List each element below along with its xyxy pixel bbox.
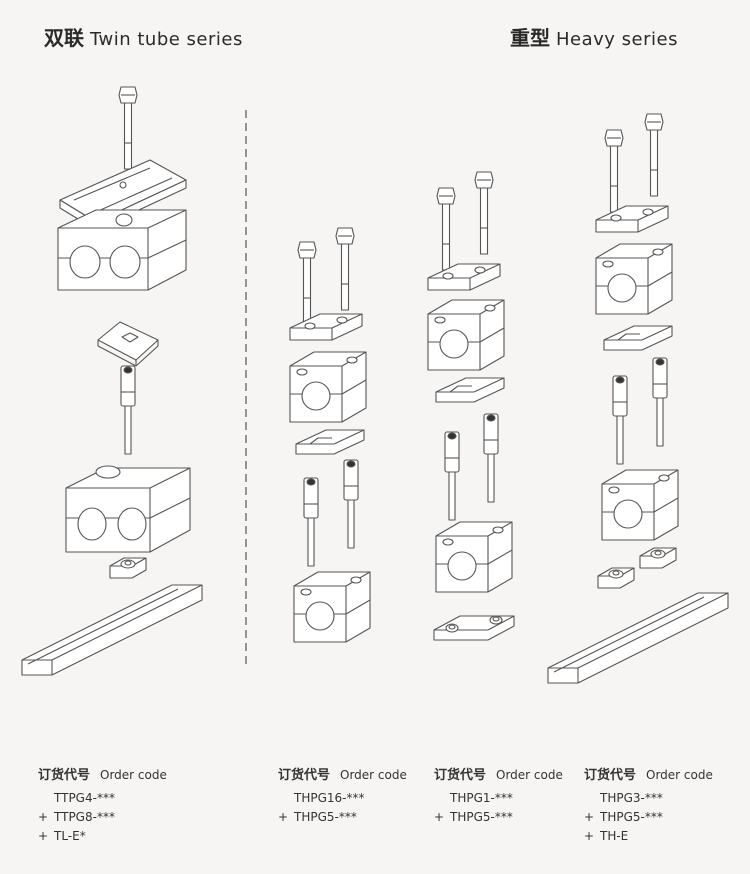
heavy3-washer-plate: [603, 325, 673, 351]
order-code-group-heavy-3: 订货代号 Order code THPG3-*** + THPG5-*** + TH-…: [584, 764, 713, 846]
order-code-value: TTPG8-***: [54, 810, 115, 824]
twin-clamp-block-lower: [65, 465, 191, 553]
heavy3-clamp-block-lower: [601, 469, 679, 541]
order-code-value: THPG5-***: [600, 810, 663, 824]
heavy1-spacer-right: [343, 459, 359, 549]
heavy2-spacer-left: [444, 431, 460, 521]
order-code-header-zh: 订货代号: [584, 768, 637, 783]
order-code-group-heavy-2: 订货代号 Order code THPG1-*** + THPG5-***: [434, 764, 563, 827]
order-code-line: TTPG4-***: [38, 789, 167, 808]
order-code-value: THPG16-***: [294, 791, 365, 805]
order-code-header-en: Order code: [496, 768, 563, 782]
order-code-header: 订货代号 Order code: [584, 764, 713, 783]
heavy2-base-plate: [433, 615, 515, 641]
order-code-prefix: +: [278, 810, 289, 824]
heavy3-bolt-right: [644, 113, 664, 197]
twin-nut-plate: [97, 321, 159, 367]
order-code-line: + THPG5-***: [434, 808, 563, 827]
order-code-header: 订货代号 Order code: [38, 764, 167, 783]
order-code-header-zh: 订货代号: [38, 768, 91, 783]
order-code-prefix: +: [38, 810, 49, 824]
order-code-line: THPG16-***: [278, 789, 407, 808]
order-code-value: THPG5-***: [294, 810, 357, 824]
twin-clamp-block-upper: [57, 209, 187, 291]
order-code-line: + TH-E: [584, 827, 713, 846]
heavy-series-title-zh: 重型: [510, 26, 550, 50]
order-code-header-zh: 订货代号: [434, 768, 487, 783]
heavy-series-title: 重型 Heavy series: [510, 22, 678, 51]
order-code-group-twin: 订货代号 Order code TTPG4-*** + TTPG8-*** + TL-…: [38, 764, 167, 846]
order-code-value: THPG3-***: [600, 791, 663, 805]
heavy3-bolt-left: [604, 129, 624, 213]
twin-bolt-top: [118, 86, 138, 170]
heavy2-washer-plate: [435, 377, 505, 403]
order-code-prefix: +: [584, 829, 595, 843]
twin-series-title-zh: 双联: [44, 26, 84, 50]
order-code-header-en: Order code: [646, 768, 713, 782]
twin-series-title-en: Twin tube series: [90, 29, 243, 50]
heavy2-spacer-right: [483, 413, 499, 503]
heavy2-bolt-right: [474, 171, 494, 255]
heavy2-cover-plate: [427, 263, 501, 291]
heavy1-clamp-block-upper: [289, 351, 367, 423]
order-code-value: THPG5-***: [450, 810, 513, 824]
order-code-line: THPG1-***: [434, 789, 563, 808]
twin-threaded-spacer: [120, 365, 136, 455]
order-code-group-heavy-1: 订货代号 Order code THPG16-*** + THPG5-***: [278, 764, 407, 827]
heavy1-bolt-left: [297, 241, 317, 325]
heavy2-clamp-block-lower: [435, 521, 513, 593]
order-code-header-en: Order code: [100, 768, 167, 782]
heavy1-bolt-right: [335, 227, 355, 311]
heavy3-mounting-rail: [547, 592, 729, 684]
heavy3-rail-nut-right: [639, 547, 677, 569]
order-code-value: THPG1-***: [450, 791, 513, 805]
heavy3-spacer-left: [612, 375, 628, 465]
order-code-header: 订货代号 Order code: [278, 764, 407, 783]
heavy1-spacer-left: [303, 477, 319, 567]
order-code-prefix: +: [434, 810, 445, 824]
order-code-value: TH-E: [600, 829, 629, 843]
order-code-header-zh: 订货代号: [278, 768, 331, 783]
order-code-header: 订货代号 Order code: [434, 764, 563, 783]
heavy3-clamp-block-upper: [595, 243, 673, 315]
heavy2-clamp-block-upper: [427, 299, 505, 371]
order-code-line: + THPG5-***: [584, 808, 713, 827]
heavy1-washer-plate: [295, 429, 365, 455]
order-code-line: + TTPG8-***: [38, 808, 167, 827]
order-code-line: THPG3-***: [584, 789, 713, 808]
order-code-line: + THPG5-***: [278, 808, 407, 827]
heavy1-cover-plate: [289, 313, 363, 341]
order-code-prefix: +: [38, 829, 49, 843]
twin-rail-nut: [109, 557, 147, 579]
heavy3-rail-nut-left: [597, 567, 635, 589]
order-code-value: TL-E*: [54, 829, 86, 843]
heavy3-spacer-right: [652, 357, 668, 447]
order-code-line: + TL-E*: [38, 827, 167, 846]
heavy3-cover-plate: [595, 205, 669, 233]
heavy2-bolt-left: [436, 187, 456, 271]
heavy1-clamp-block-lower: [293, 571, 371, 643]
twin-series-title: 双联 Twin tube series: [44, 22, 243, 51]
order-code-prefix: +: [584, 810, 595, 824]
twin-mounting-rail: [21, 584, 203, 676]
order-code-value: TTPG4-***: [54, 791, 115, 805]
heavy-series-title-en: Heavy series: [556, 29, 678, 50]
order-code-header-en: Order code: [340, 768, 407, 782]
